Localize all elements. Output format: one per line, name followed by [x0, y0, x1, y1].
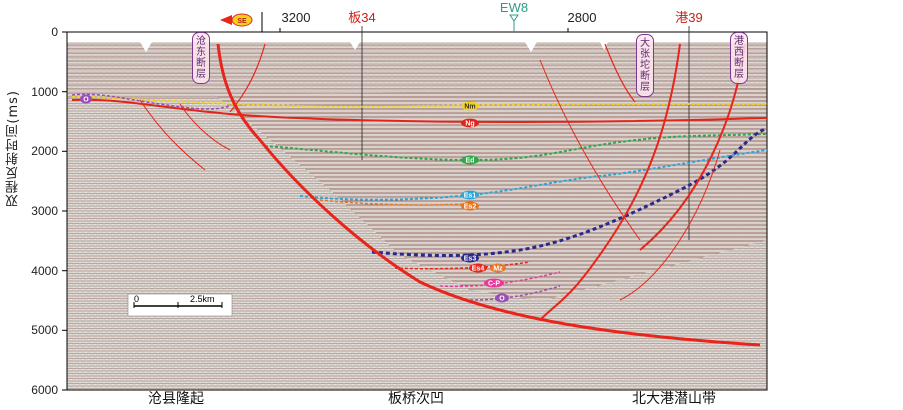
- top-annotations: SE 3200 板34 EW8 2800 港39: [220, 0, 703, 240]
- tag-left-o: O: [80, 94, 92, 104]
- tag-es3: Es3: [461, 253, 479, 263]
- tag-ed: Ed: [461, 155, 479, 165]
- scale-end: 2.5km: [190, 294, 215, 304]
- minor-fault-2-line: [539, 59, 641, 241]
- ytick-0: 0: [51, 25, 58, 39]
- minor-fault-4-line: [179, 103, 231, 151]
- svg-text:Ed: Ed: [466, 158, 475, 165]
- svg-text:Mz: Mz: [493, 266, 503, 273]
- tag-es2: Es2: [461, 201, 479, 211]
- svg-text:C-P: C-P: [488, 281, 500, 288]
- tag-cp: C-P: [484, 278, 504, 288]
- ytick-1000: 1000: [31, 85, 58, 99]
- fault-label-gangxi: 港西断层: [730, 32, 748, 84]
- well-ban34-label: 板34: [348, 10, 375, 25]
- scale-start: 0: [134, 294, 139, 304]
- direction-label: SE: [237, 18, 247, 25]
- horizon-nm-line: [71, 95, 767, 108]
- horizon-ng-line: [71, 98, 767, 124]
- dazhangtuo-fault-line: [539, 43, 681, 321]
- horizon-o-line: [469, 285, 561, 301]
- tag-o: O: [495, 293, 509, 303]
- horizon-tags: Nm Ng Ed Es1 Es2 Es3 Es4 Mz C-P O O: [80, 94, 509, 303]
- tag-ng: Ng: [461, 118, 479, 128]
- main-boundary-fault-line: [216, 43, 761, 347]
- ytick-3000: 3000: [31, 204, 58, 218]
- svg-text:Es3: Es3: [464, 256, 477, 263]
- svg-text:Ng: Ng: [465, 121, 474, 128]
- tag-mz: Mz: [490, 263, 506, 273]
- ytick-5000: 5000: [31, 323, 58, 337]
- svg-text:Es4: Es4: [472, 266, 485, 273]
- horizon-es3-line: [371, 126, 767, 257]
- fault-label-dazhangtuo: 大张坨断层: [636, 34, 654, 97]
- region-cangxian-uplift: 沧县隆起: [148, 391, 204, 407]
- horizon-es4-line: [394, 261, 531, 270]
- svg-text:Es1: Es1: [464, 193, 477, 200]
- minor-fault-3-line: [139, 99, 206, 171]
- horizon-es2-line: [319, 199, 471, 206]
- ytick-2000: 2000: [31, 144, 58, 158]
- region-north-dagang-buried-hill: 北大港潜山带: [632, 391, 716, 407]
- region-banqiao-subsag: 板桥次凹: [388, 391, 444, 407]
- tag-es4: Es4: [469, 263, 487, 273]
- y-axis: 0 1000 2000 3000 4000 5000 6000: [31, 25, 68, 397]
- svg-text:Es2: Es2: [464, 204, 477, 211]
- horizon-ed-line: [264, 133, 767, 162]
- cangdong-fault-minor-line: [229, 43, 266, 113]
- minor-fault-5-line: [619, 149, 721, 301]
- svg-text:O: O: [83, 97, 89, 104]
- svg-text:O: O: [499, 296, 505, 303]
- ytick-6000: 6000: [31, 383, 58, 397]
- well-ew8-label: EW8: [500, 0, 528, 15]
- well-ew8-marker: [509, 14, 519, 22]
- well-gang39-label: 港39: [675, 10, 702, 25]
- tag-nm: Nm: [461, 101, 479, 111]
- direction-marker: SE: [220, 12, 263, 32]
- minor-fault-1-line: [604, 43, 636, 103]
- tag-es1: Es1: [461, 190, 479, 200]
- cdp-2800: 2800: [568, 10, 597, 25]
- ytick-4000: 4000: [31, 264, 58, 278]
- cdp-3200: 3200: [282, 10, 311, 25]
- horizons: [71, 93, 767, 301]
- fault-label-cangdong: 沧东断层: [192, 32, 210, 84]
- svg-text:Nm: Nm: [464, 104, 475, 111]
- scale-bar: 0 2.5km: [127, 293, 233, 317]
- faults: [139, 43, 761, 347]
- y-axis-label: 双程反射时间(ms): [6, 90, 21, 208]
- horizon-es1-line: [299, 149, 767, 201]
